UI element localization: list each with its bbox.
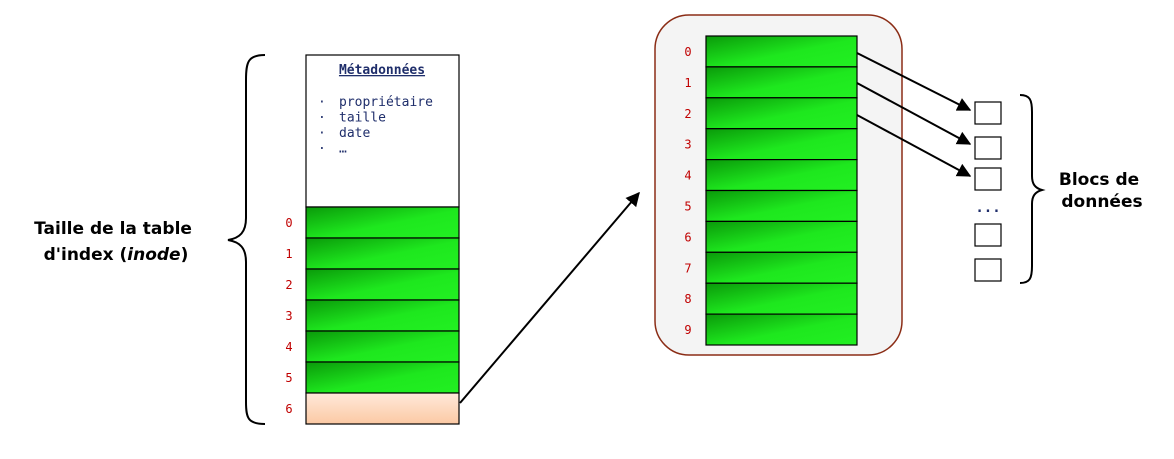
metadata-bullet: · xyxy=(318,142,326,157)
inode-row-number: 3 xyxy=(285,309,292,323)
index-entry-number: 9 xyxy=(684,323,691,337)
data-block xyxy=(974,223,1002,247)
metadata-item: date xyxy=(339,126,370,141)
data-block xyxy=(974,258,1002,282)
index-block-entry xyxy=(705,35,858,68)
data-block xyxy=(974,101,1002,125)
index-block-entry xyxy=(705,66,858,99)
index-block-entry xyxy=(705,189,858,222)
inode-rows: 0 1 2 3 4 5 6 xyxy=(285,206,460,425)
pointer-arrow-2 xyxy=(856,114,972,177)
metadata-item: … xyxy=(339,142,347,157)
pointer-arrow-0 xyxy=(856,52,972,111)
inode-row-number: 5 xyxy=(285,371,292,385)
index-block-entry xyxy=(705,220,858,253)
pointer-arrow-1 xyxy=(856,82,972,145)
inode-direct-pointer xyxy=(305,361,460,394)
index-block-entry xyxy=(705,251,858,284)
inode-direct-pointer xyxy=(305,268,460,301)
inode-direct-pointer xyxy=(305,206,460,239)
right-brace xyxy=(1019,94,1046,284)
index-entry-number: 4 xyxy=(684,169,691,183)
metadata-bullet: · xyxy=(318,126,326,141)
inode-row-number: 4 xyxy=(285,340,292,354)
index-entry-number: 1 xyxy=(684,76,691,90)
data-block xyxy=(974,167,1002,191)
inode-row-number: 6 xyxy=(285,402,292,416)
inode-table: Métadonnées ·propriétaire·taille·date·… … xyxy=(285,54,460,425)
index-block-entry xyxy=(705,313,858,346)
index-entry-number: 0 xyxy=(684,45,691,59)
inode-direct-pointer xyxy=(305,330,460,363)
inode-size-label: Taille de la table d'index (inode) xyxy=(34,219,198,265)
inode-row-number: 1 xyxy=(285,247,292,261)
inode-direct-pointer xyxy=(305,299,460,332)
index-entry-number: 7 xyxy=(684,261,691,275)
data-blocks: ... xyxy=(974,101,1002,282)
index-block-entry xyxy=(705,159,858,192)
inode-row-number: 0 xyxy=(285,216,292,230)
metadata-title: Métadonnées xyxy=(339,63,425,78)
metadata-list: · propriétaire · taille · date · … xyxy=(318,95,433,157)
indirect-pointer-arrow xyxy=(459,191,640,404)
data-block xyxy=(974,136,1002,160)
metadata-bullet: · xyxy=(318,95,326,110)
metadata-box xyxy=(305,54,460,208)
metadata-item: taille xyxy=(339,111,386,126)
inode-row-number: 2 xyxy=(285,278,292,292)
index-entry-number: 6 xyxy=(684,230,691,244)
index-entry-number: 8 xyxy=(684,292,691,306)
inode-direct-pointer xyxy=(305,237,460,270)
index-block-entry xyxy=(705,282,858,315)
left-brace xyxy=(227,54,266,425)
index-block-rows: 0 1 2 3 4 5 6 7 8 9 xyxy=(684,35,858,346)
data-blocks-label: Blocs de données xyxy=(1059,170,1145,212)
index-entry-number: 3 xyxy=(684,138,691,152)
index-entry-number: 5 xyxy=(684,200,691,214)
inode-indirect-pointer xyxy=(305,392,460,425)
metadata-item: propriétaire xyxy=(339,95,433,110)
index-entry-number: 2 xyxy=(684,107,691,121)
index-block-entry xyxy=(705,128,858,161)
data-blocks-ellipsis: ... xyxy=(975,200,1000,216)
index-block-entry xyxy=(705,97,858,130)
metadata-bullet: · xyxy=(318,111,326,126)
